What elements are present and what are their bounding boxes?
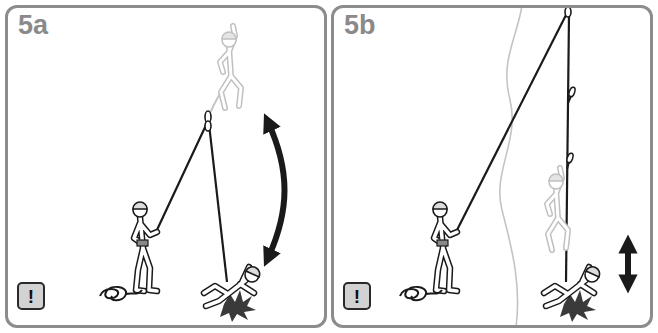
quickdraw — [566, 152, 574, 169]
warning-icon: ! — [17, 282, 45, 310]
node-label: 5a — [18, 11, 48, 41]
warning-icon: ! — [343, 282, 371, 310]
climber-figure — [220, 26, 241, 108]
quickdraw — [205, 121, 211, 131]
fallen-climber — [204, 267, 260, 322]
node-label: 5b — [344, 11, 376, 41]
climber-figure — [547, 168, 568, 250]
belayer-figure — [433, 202, 457, 291]
rope — [209, 124, 227, 282]
panel-b-art — [400, 6, 628, 327]
node-label: ! — [28, 287, 34, 306]
node-label: ! — [354, 287, 360, 306]
panel: 5a! — [5, 5, 327, 328]
anchor — [565, 7, 571, 17]
rope-pile — [100, 287, 142, 300]
fall-distance-arrow — [625, 244, 631, 284]
rock-wall — [500, 6, 522, 327]
fall-distance-arrow — [268, 122, 285, 258]
quickdraw — [568, 86, 576, 103]
panel-a-art — [100, 26, 285, 322]
panel: 5b! — [331, 5, 653, 328]
fallen-climber — [544, 267, 600, 322]
rope-pile — [400, 287, 442, 300]
belayer-figure — [133, 202, 157, 291]
rope — [156, 123, 207, 232]
